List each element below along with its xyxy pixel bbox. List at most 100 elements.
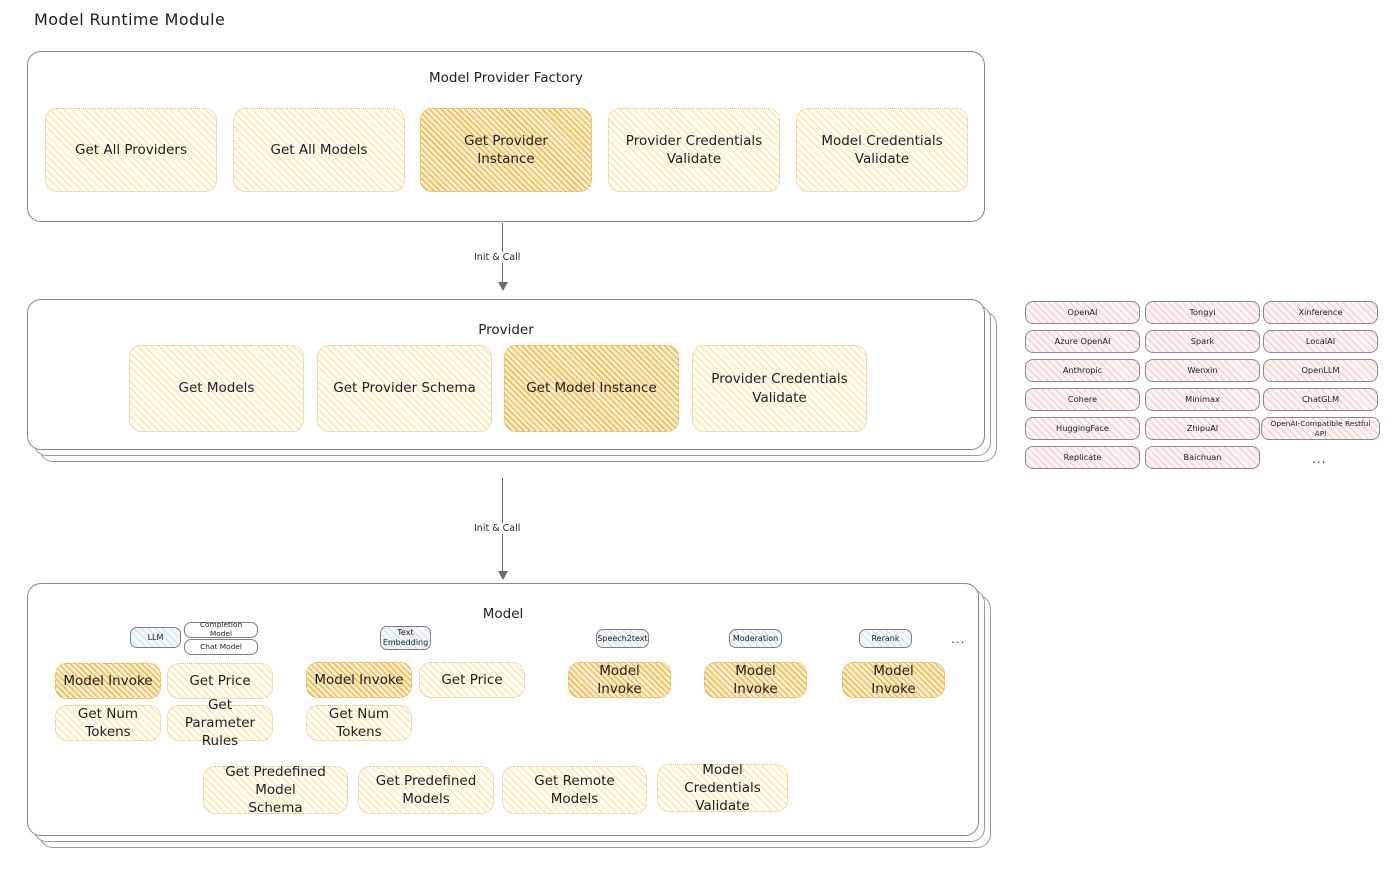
provider-pill-chatglm[interactable]: ChatGLM [1263,388,1378,411]
provider-pill-label: LocalAI [1305,336,1336,347]
model-box-label: Get Predefined Models [375,772,477,807]
factory-box-label: Get All Models [270,141,368,158]
provider-pill-label: Wenxin [1187,365,1218,376]
provider-pill-openllm[interactable]: OpenLLM [1263,359,1378,382]
provider-pill-openai[interactable]: OpenAI [1025,301,1140,324]
model-subtag-label: Chat Model [200,641,242,651]
model-type-tag-label: LLM [147,632,164,642]
provider-box-get-provider-schema[interactable]: Get Provider Schema [317,345,492,432]
provider-pill-label: Azure OpenAI [1054,336,1111,347]
provider-pill-label: Cohere [1067,394,1098,405]
model-subtag-chat-model[interactable]: Chat Model [184,639,258,655]
model-common-box-get-predefined-models[interactable]: Get Predefined Models [358,766,494,814]
provider-box-provider-credentials-validate[interactable]: Provider Credentials Validate [692,345,867,432]
llm-box-get-parameter-rules[interactable]: Get Parameter Rules [167,697,273,749]
model-box-label: Model Invoke [871,662,916,697]
model-box-label: Model Invoke [597,662,642,697]
provider-title: Provider [478,322,534,338]
factory-box-get-all-providers[interactable]: Get All Providers [45,108,217,192]
provider-pill-replicate[interactable]: Replicate [1025,446,1140,469]
llm-box-model-invoke[interactable]: Model Invoke [55,663,161,699]
model-title: Model [482,606,524,622]
model-type-tag-llm[interactable]: LLM [130,627,181,648]
factory-box-get-provider-instance[interactable]: Get Provider Instance [420,108,592,192]
factory-box-label: Get All Providers [75,141,187,158]
text-embedding-box-get-num-tokens[interactable]: Get Num Tokens [306,705,412,741]
provider-pill-label: Spark [1190,336,1215,347]
model-box-label: Get Price [189,672,251,689]
provider-pill-zhipuai[interactable]: ZhipuAI [1145,417,1260,440]
factory-box-label: Provider Credentials Validate [625,132,763,167]
factory-box-label: Model Credentials Validate [821,132,943,167]
model-type-tag-rerank[interactable]: Rerank [859,629,912,648]
provider-pill-label: Replicate [1063,452,1102,463]
arrow-factory-to-provider-label: Init & Call [470,252,525,263]
model-types-more: ... [951,632,966,646]
factory-box-get-all-models[interactable]: Get All Models [233,108,405,192]
model-box-label: Get Num Tokens [77,705,139,740]
model-type-tag-label: Speech2text [597,633,648,643]
factory-box-provider-credentials-validate[interactable]: Provider Credentials Validate [608,108,780,192]
provider-pill-label: Tongyi [1189,307,1216,318]
provider-box-get-models[interactable]: Get Models [129,345,304,432]
provider-pill-label: ZhipuAI [1186,423,1219,434]
provider-pill-cohere[interactable]: Cohere [1025,388,1140,411]
provider-box-get-model-instance[interactable]: Get Model Instance [504,345,679,432]
model-type-tag-label: Text Embedding [382,628,429,647]
provider-pill-azure-openai[interactable]: Azure OpenAI [1025,330,1140,353]
model-box-label: Model Invoke [733,662,778,697]
provider-pill-label: OpenLLM [1301,365,1340,376]
provider-pill-wenxin[interactable]: Wenxin [1145,359,1260,382]
llm-box-get-num-tokens[interactable]: Get Num Tokens [55,705,161,741]
provider-pill-localai[interactable]: LocalAI [1263,330,1378,353]
model-subtag-label: Completion Model [199,620,243,638]
model-type-tag-speech2text[interactable]: Speech2text [596,629,649,648]
model-box-label: Model Invoke [63,672,153,689]
model-subtag-completion-model[interactable]: Completion Model [184,620,258,638]
provider-pill-anthropic[interactable]: Anthropic [1025,359,1140,382]
provider-pill-openai-compatible-restful-api[interactable]: OpenAI-Compatible Restful API [1261,417,1380,440]
llm-box-get-price[interactable]: Get Price [167,663,273,699]
model-box-label: Model Credentials Validate [684,761,761,815]
provider-list-more: ... [1312,452,1327,466]
provider-pill-label: HuggingFace [1056,423,1109,434]
model-box-label: Get Price [441,671,503,688]
provider-pill-huggingface[interactable]: HuggingFace [1025,417,1140,440]
provider-pill-label: Minimax [1185,394,1220,405]
provider-pill-label: OpenAI [1067,307,1098,318]
provider-pill-tongyi[interactable]: Tongyi [1145,301,1260,324]
provider-box-label: Provider Credentials Validate [711,371,848,406]
model-type-tag-text-embedding[interactable]: Text Embedding [380,626,431,650]
model-common-box-get-predefined-model-schema[interactable]: Get Predefined Model Schema [203,764,348,816]
model-provider-factory-title: Model Provider Factory [428,70,583,86]
model-box-label: Get Predefined Model Schema [225,763,326,817]
provider-pill-label: Xinference [1298,307,1343,318]
provider-pill-label: Baichuan [1183,452,1222,463]
provider-pill-xinference[interactable]: Xinference [1263,301,1378,324]
provider-pill-label: OpenAI-Compatible Restful API [1270,419,1371,438]
provider-box-label: Get Provider Schema [333,380,476,397]
model-box-label: Get Num Tokens [328,705,390,740]
speech2text-box-model-invoke[interactable]: Model Invoke [568,662,671,698]
model-common-box-get-remote-models[interactable]: Get Remote Models [502,766,647,814]
arrow-provider-to-model-head [498,571,508,580]
model-box-label: Model Invoke [314,671,404,688]
moderation-box-model-invoke[interactable]: Model Invoke [704,662,807,698]
arrow-factory-to-provider-head [498,282,508,291]
factory-box-model-credentials-validate[interactable]: Model Credentials Validate [796,108,968,192]
provider-pill-spark[interactable]: Spark [1145,330,1260,353]
model-type-tag-label: Rerank [871,633,900,643]
text-embedding-box-model-invoke[interactable]: Model Invoke [306,662,412,698]
text-embedding-box-get-price[interactable]: Get Price [419,662,525,698]
provider-pill-minimax[interactable]: Minimax [1145,388,1260,411]
provider-box-label: Get Model Instance [526,380,657,397]
model-box-label: Get Remote Models [534,772,615,807]
provider-pill-label: ChatGLM [1301,394,1340,405]
provider-pill-baichuan[interactable]: Baichuan [1145,446,1260,469]
model-type-tag-moderation[interactable]: Moderation [729,629,782,648]
factory-box-label: Get Provider Instance [464,132,548,167]
model-common-box-model-credentials-validate[interactable]: Model Credentials Validate [657,762,788,814]
rerank-box-model-invoke[interactable]: Model Invoke [842,662,945,698]
model-type-tag-label: Moderation [732,633,779,643]
